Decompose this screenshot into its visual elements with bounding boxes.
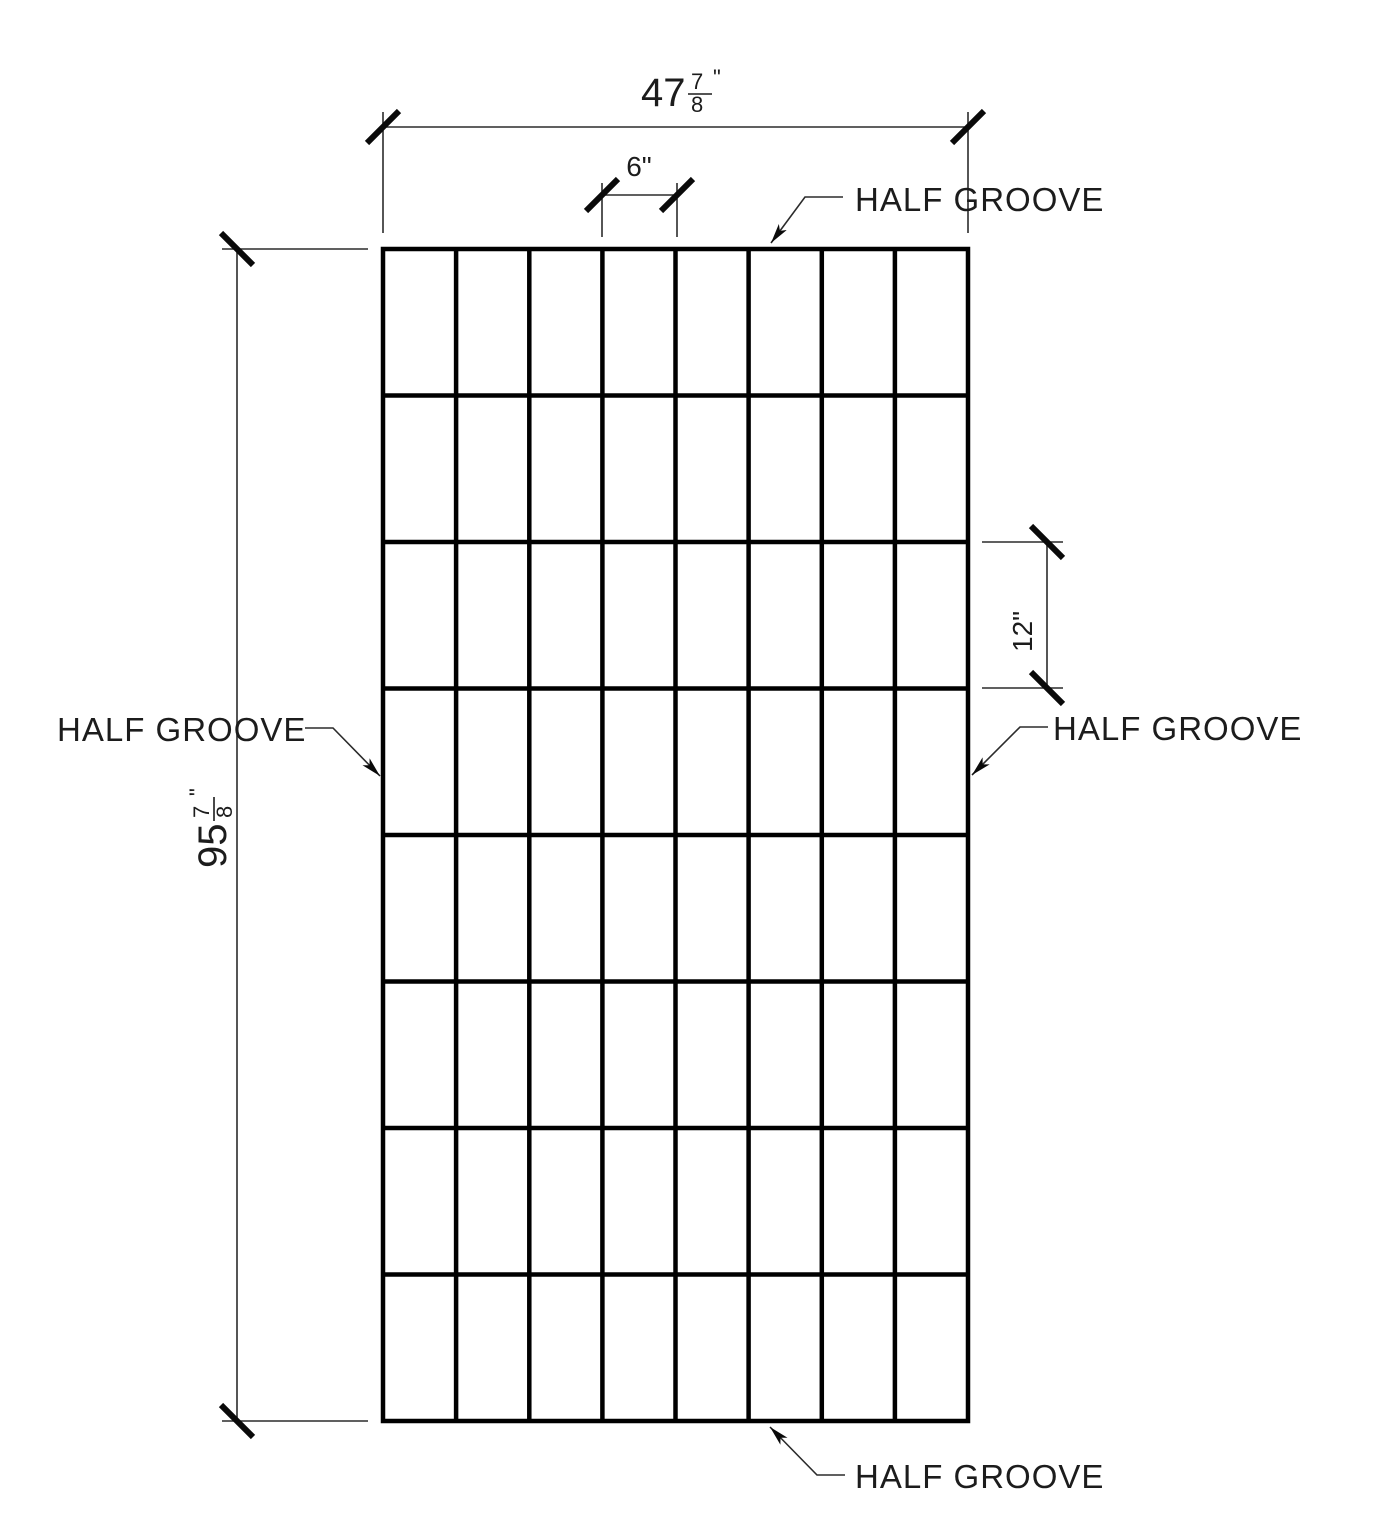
width-dimension-denominator: 8 xyxy=(691,92,703,117)
width-dimension: 47 7 8 " xyxy=(364,65,987,233)
leader-line xyxy=(971,726,1048,776)
half-groove-label-right: HALF GROOVE xyxy=(1053,710,1302,747)
half-groove-label-top: HALF GROOVE xyxy=(855,181,1104,218)
dimension-tick xyxy=(583,176,621,214)
dimension-tick xyxy=(1028,669,1066,707)
height-dimension-unit: " xyxy=(185,788,210,796)
half-groove-label-bottom: HALF GROOVE xyxy=(855,1458,1104,1495)
width-dimension-unit: " xyxy=(713,65,721,90)
leader-line xyxy=(769,1426,845,1476)
dimension-tick xyxy=(364,108,402,146)
half-groove-callout-bottom: HALF GROOVE xyxy=(769,1426,1104,1495)
half-groove-callout-right: HALF GROOVE xyxy=(971,710,1302,776)
groove-spacing-vertical-value: 12" xyxy=(1007,611,1038,652)
half-groove-callout-left: HALF GROOVE xyxy=(57,711,381,777)
height-dimension-denominator: 8 xyxy=(212,806,237,818)
width-dimension-numerator: 7 xyxy=(691,69,703,94)
width-dimension-value: 47 xyxy=(641,71,686,115)
height-dimension-value: 95 xyxy=(191,824,235,869)
dimension-tick xyxy=(218,230,256,268)
height-dimension-numerator: 7 xyxy=(189,806,214,818)
grid-lines xyxy=(380,246,971,1424)
groove-spacing-horizontal-dimension: 6" xyxy=(583,151,696,237)
panel-grid xyxy=(380,246,971,1424)
groove-spacing-horizontal-value: 6" xyxy=(626,151,652,182)
groove-spacing-vertical-dimension: 12" xyxy=(982,523,1066,707)
leader-line xyxy=(305,727,381,777)
dimension-tick xyxy=(658,176,696,214)
half-groove-label-left: HALF GROOVE xyxy=(57,711,306,748)
dimension-tick xyxy=(1028,523,1066,561)
leader-line xyxy=(770,196,843,244)
dimension-tick xyxy=(949,108,987,146)
dimension-tick xyxy=(218,1402,256,1440)
half-groove-callout-top: HALF GROOVE xyxy=(770,181,1104,244)
height-dimension: 95 7 8 " xyxy=(185,230,368,1440)
height-dimension-text: 95 7 8 " xyxy=(185,788,237,868)
